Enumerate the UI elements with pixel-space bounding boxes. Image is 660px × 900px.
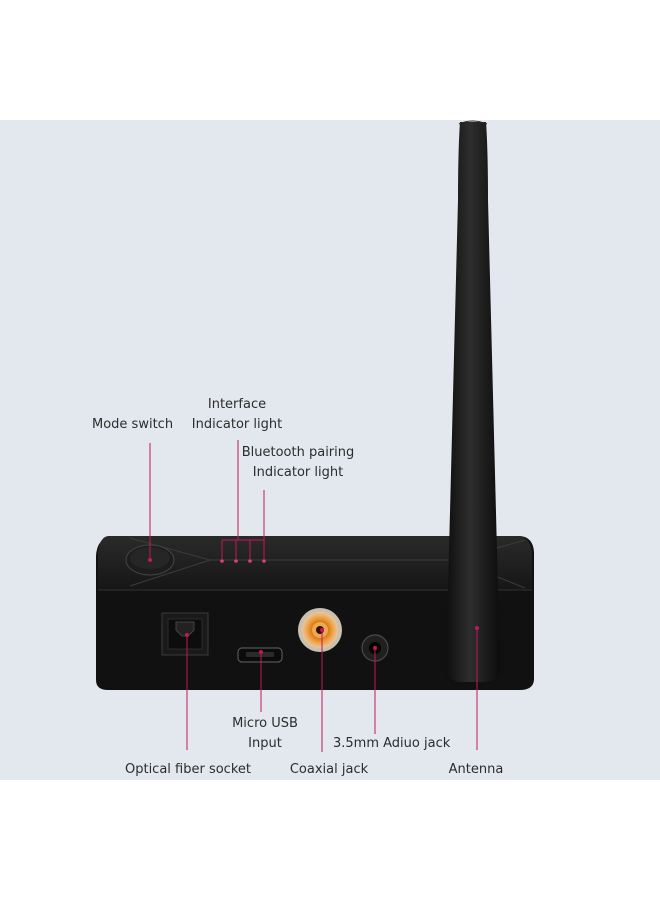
label-micro-usb-line2: Input bbox=[248, 736, 282, 751]
label-mode-switch: Mode switch bbox=[92, 417, 174, 432]
antenna bbox=[440, 120, 505, 682]
label-interface-light-line2: Indicator light bbox=[191, 417, 283, 432]
label-bt-pairing-line1: Bluetooth pairing bbox=[241, 445, 355, 460]
callout-lines bbox=[149, 440, 478, 752]
label-bt-pairing-line2: Indicator light bbox=[252, 465, 344, 480]
callout-dots bbox=[148, 558, 479, 654]
micro-usb-port bbox=[237, 647, 283, 663]
label-optical-socket: Optical fiber socket bbox=[124, 762, 251, 777]
label-micro-usb-line1: Micro USB bbox=[232, 716, 298, 731]
indicator-lights bbox=[220, 559, 266, 563]
optical-socket bbox=[161, 612, 209, 656]
label-interface-light-line1: Interface bbox=[207, 397, 267, 412]
label-coaxial-jack: Coaxial jack bbox=[289, 762, 369, 777]
label-audio-jack: 3.5mm Adiuo jack bbox=[333, 736, 451, 751]
label-antenna: Antenna bbox=[448, 762, 504, 777]
